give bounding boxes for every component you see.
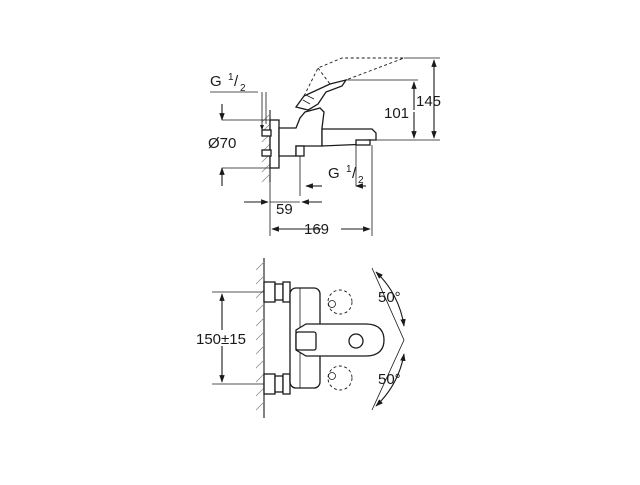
dim-101: 101 — [384, 105, 409, 122]
svg-text:/: / — [234, 73, 239, 90]
lever-cap-front — [295, 331, 317, 351]
lever-knob-front — [348, 333, 364, 349]
rosette-side — [269, 119, 280, 169]
svg-text:G: G — [328, 165, 340, 182]
connector-upper-front — [274, 283, 284, 301]
svg-text:2: 2 — [358, 175, 364, 186]
angle-bottom-label: 50° — [378, 371, 401, 388]
aerator-side — [355, 139, 371, 146]
diverter-side — [295, 145, 305, 157]
svg-text:G: G — [210, 73, 222, 90]
rosette-upper-front — [263, 281, 276, 303]
dim-59: 59 — [276, 201, 293, 218]
lever-handle-front — [295, 323, 385, 357]
svg-text:/: / — [352, 165, 357, 182]
nut-upper-front — [282, 281, 291, 303]
angle-top-label: 50° — [378, 289, 401, 306]
connector-lower-front — [274, 375, 284, 393]
lever-swing-bottom-outline — [327, 365, 353, 391]
svg-text:2: 2 — [240, 83, 246, 94]
dim-169: 169 — [304, 221, 329, 238]
angle-arc-bottom — [375, 353, 406, 407]
svg-text:1: 1 — [228, 72, 234, 83]
mixer-body-side — [278, 107, 325, 157]
connector-lower-side — [261, 149, 272, 157]
thread-bottom-label: G 1 / 2 — [328, 164, 364, 186]
diameter-label: Ø70 — [208, 135, 236, 152]
lever-handle-side — [294, 78, 348, 111]
front-view: 50° 50° 150±15 — [196, 258, 406, 418]
lever-swing-top-outline — [327, 289, 353, 315]
dim-145: 145 — [416, 93, 441, 110]
side-view: G 1 / 2 Ø70 G 1 / 2 101 — [208, 57, 441, 238]
svg-text:1: 1 — [346, 164, 352, 175]
thread-top-label: G 1 / 2 — [210, 72, 258, 94]
dim-centers: 150±15 — [196, 331, 246, 348]
svg-text:Ø70: Ø70 — [208, 135, 236, 152]
connector-upper-side — [261, 129, 272, 137]
wall-front — [255, 258, 265, 418]
nut-lower-front — [282, 373, 291, 395]
angle-arc-top — [375, 271, 406, 327]
lever-swing-outline — [303, 57, 405, 97]
rosette-lower-front — [263, 373, 276, 395]
